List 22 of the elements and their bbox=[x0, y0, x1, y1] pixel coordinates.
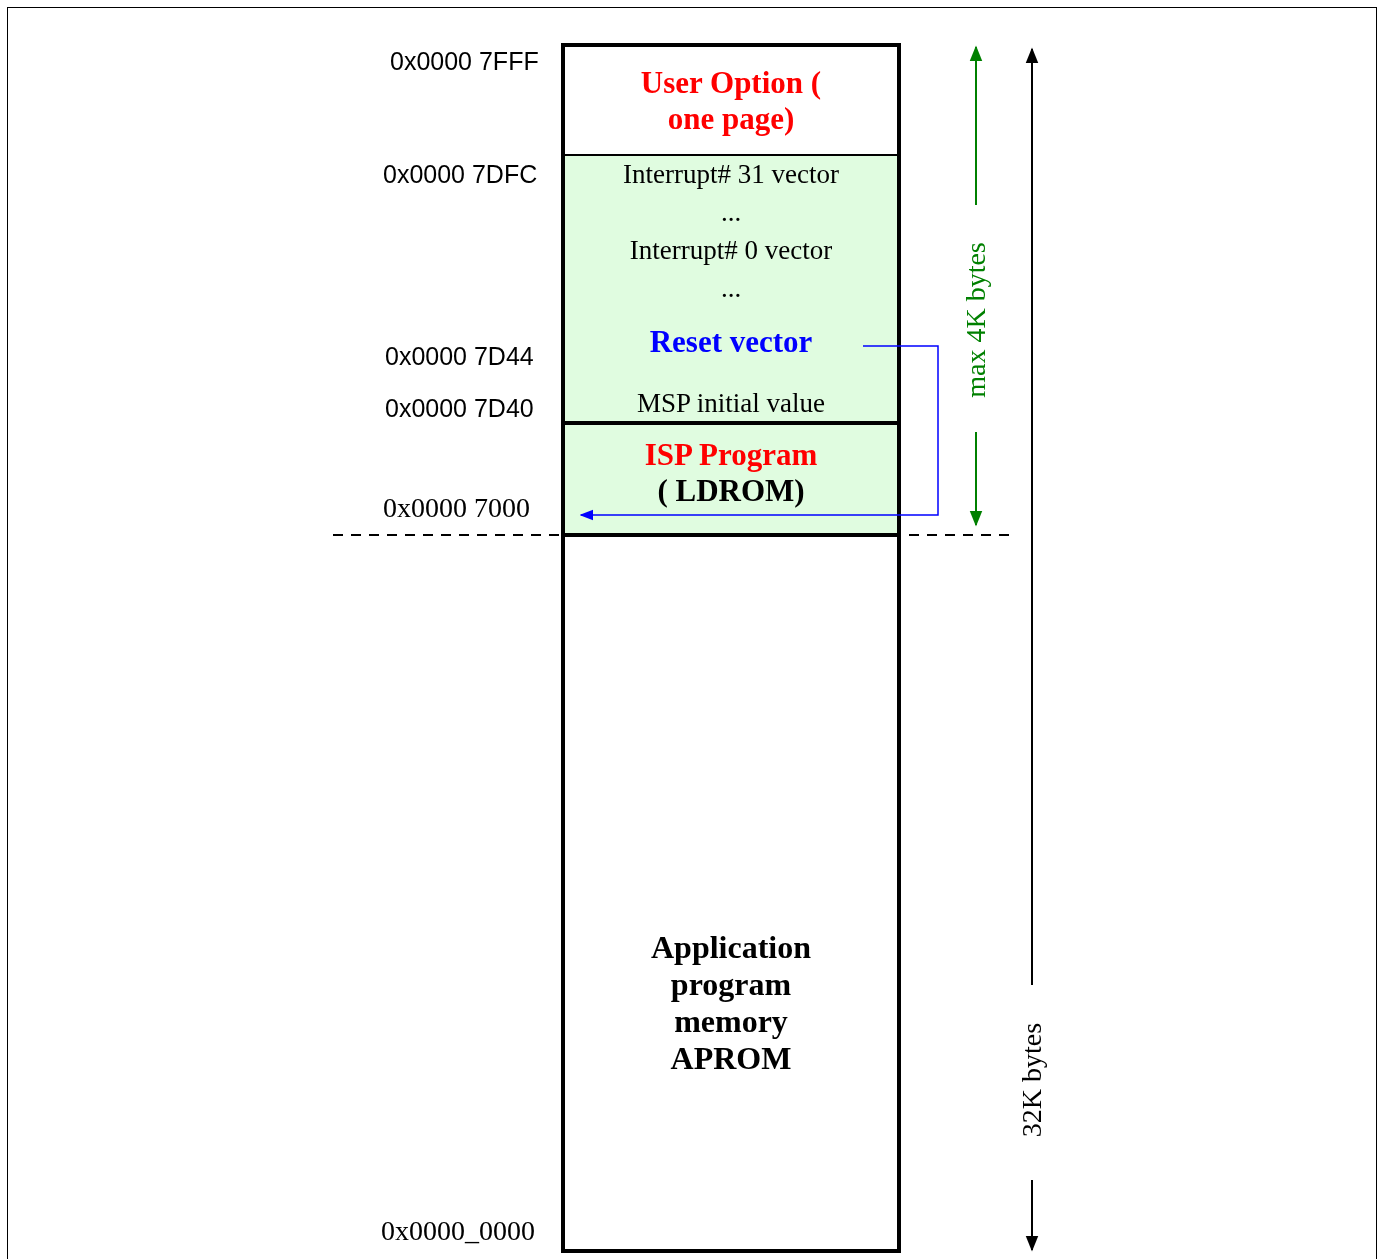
address-label: 0x0000 7000 bbox=[383, 492, 530, 524]
memory-row-box bbox=[561, 156, 901, 196]
memory-region-box bbox=[561, 43, 901, 158]
region-label: MSP initial value bbox=[637, 387, 825, 419]
region-label: Interrupt# 0 vector bbox=[629, 235, 833, 267]
dimension-label: 32K bytes bbox=[1016, 1022, 1048, 1138]
region-label: ... bbox=[720, 273, 742, 305]
address-label: 0x0000 7D40 bbox=[385, 394, 534, 423]
dimension-label: max 4K bytes bbox=[960, 242, 992, 398]
region-label: ISP Program bbox=[644, 437, 818, 473]
region-label: ... bbox=[720, 197, 742, 229]
arrow bbox=[579, 345, 939, 521]
address-label: 0x0000 7DFC bbox=[383, 160, 538, 189]
region-label: Reset vector bbox=[649, 324, 813, 360]
address-label: 0x0000 7FFF bbox=[390, 47, 539, 76]
region-label: Interrupt# 31 vector bbox=[623, 159, 839, 191]
memory-row-box bbox=[561, 384, 901, 423]
region-label: User Option ( one page) bbox=[639, 64, 823, 137]
region-label: Application program memory APROM bbox=[650, 929, 812, 1077]
address-label: 0x0000_0000 bbox=[381, 1215, 535, 1247]
address-label: 0x0000 7D44 bbox=[385, 342, 534, 371]
region-label: ( LDROM) bbox=[657, 472, 805, 509]
